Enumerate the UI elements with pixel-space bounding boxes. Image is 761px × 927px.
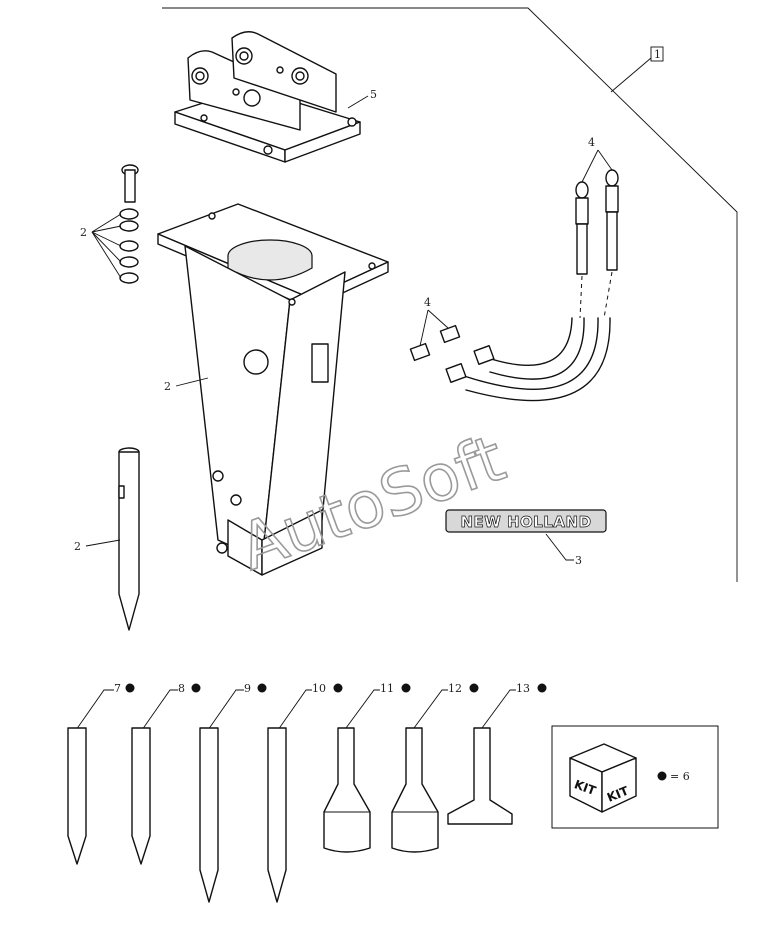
frame-callout-leader (610, 57, 652, 93)
callout-bracket: 5 (370, 88, 377, 101)
hydraulic-hoses (445, 169, 619, 402)
callout-tool-13: 13 (516, 682, 530, 695)
callout-tool-11: 11 (380, 682, 394, 695)
bracket-leader (347, 95, 369, 109)
tool-9: 9 (199, 682, 267, 903)
mounting-bracket (174, 31, 361, 163)
breaker-body (157, 203, 389, 576)
fittings (409, 324, 461, 362)
callout-chisel: 2 (74, 540, 81, 553)
decal: NEW HOLLAND (445, 509, 607, 533)
callout-hoses: 4 (588, 136, 595, 149)
callout-tool-12: 12 (448, 682, 462, 695)
callout-tool-7: 7 (114, 682, 121, 695)
hardware-leaders (91, 213, 122, 279)
decal-text: NEW HOLLAND (460, 513, 591, 531)
kit-legend-text: = 6 (670, 770, 690, 783)
hose-leaders (581, 149, 613, 183)
chisel-leader (85, 539, 121, 547)
callout-tool-10: 10 (312, 682, 326, 695)
tool-11: 11 (323, 682, 411, 853)
bolt-and-washers (119, 164, 139, 284)
tool-10: 10 (267, 682, 343, 903)
tool-13: 13 (447, 682, 547, 825)
callout-body: 2 (164, 380, 171, 393)
decal-leader (545, 533, 574, 561)
callout-decal: 3 (575, 554, 582, 567)
callout-tool-9: 9 (244, 682, 251, 695)
callout-frame: 1 (654, 48, 661, 61)
tool-7: 7 (67, 682, 135, 865)
frame-callout-box (650, 46, 664, 62)
callout-hardware: 2 (80, 226, 87, 239)
callout-fittings: 4 (424, 296, 431, 309)
assembly-frame-line (162, 7, 738, 582)
kit-legend: KIT KIT = 6 (551, 725, 719, 829)
tool-12: 12 (391, 682, 479, 853)
tool-8: 8 (131, 682, 201, 865)
chisel (118, 447, 140, 631)
callout-tool-8: 8 (178, 682, 185, 695)
fitting-leaders (419, 309, 449, 347)
body-leader (175, 377, 209, 387)
